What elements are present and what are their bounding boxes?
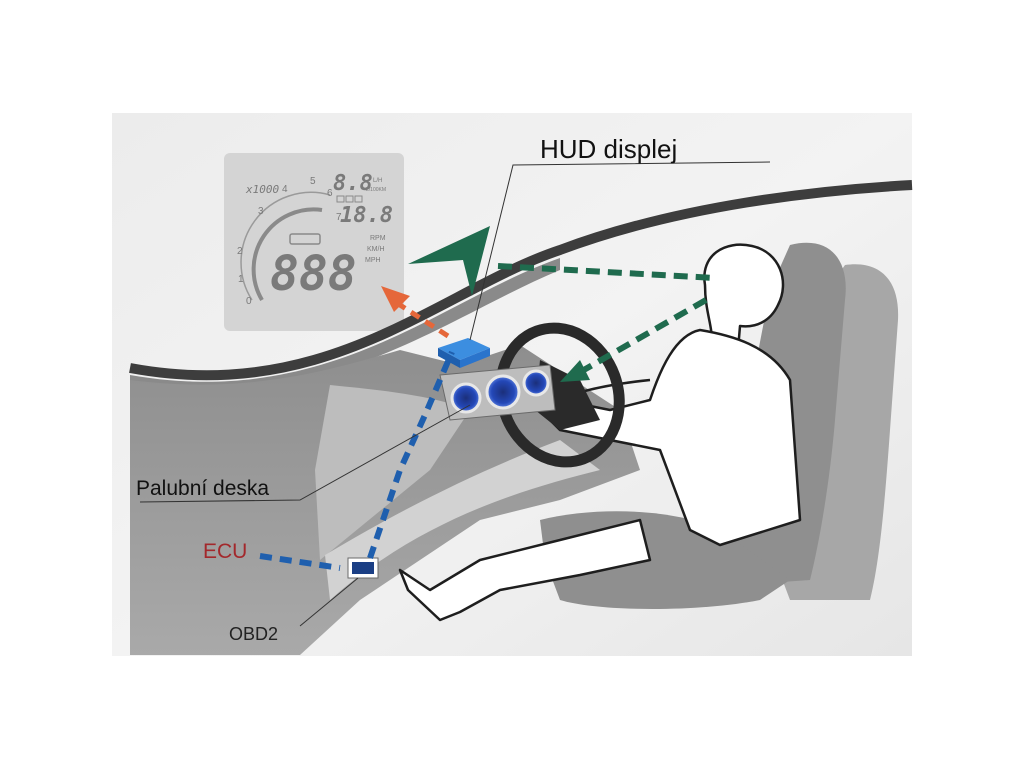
windshield-roof <box>129 180 913 381</box>
svg-text:3: 3 <box>258 206 264 217</box>
sight-line-reflection <box>497 263 716 281</box>
svg-text:888: 888 <box>270 246 357 302</box>
svg-text:4: 4 <box>282 184 288 195</box>
svg-text:RPM: RPM <box>370 235 386 242</box>
svg-text:0: 0 <box>246 296 252 307</box>
obd2-label: OBD2 <box>229 624 279 644</box>
svg-text:MPH: MPH <box>365 257 381 264</box>
svg-text:18.8: 18.8 <box>340 203 393 228</box>
svg-text:8.8: 8.8 <box>333 171 373 196</box>
hud-screen: x1000 0 1 2 3 4 5 6 7 8.8 L/H L/100KM 18… <box>224 153 404 331</box>
svg-text:L/100KM: L/100KM <box>366 187 386 193</box>
svg-text:KM/H: KM/H <box>367 246 385 253</box>
svg-text:6: 6 <box>327 188 333 199</box>
sight-line-driver <box>573 297 708 378</box>
svg-text:7: 7 <box>336 212 342 223</box>
hud-display-label: HUD displej <box>540 134 678 164</box>
sight-arrow <box>408 226 490 296</box>
ecu-label: ECU <box>203 540 248 563</box>
projection-arrow <box>398 302 450 339</box>
svg-text:5: 5 <box>310 176 316 187</box>
obd-data-line <box>259 350 455 571</box>
dashboard-label: Palubní deska <box>136 477 270 500</box>
hud-unit <box>438 338 490 368</box>
svg-text:1: 1 <box>238 274 244 285</box>
driver-figure <box>398 243 802 622</box>
svg-text:2: 2 <box>237 246 243 257</box>
svg-text:L/H: L/H <box>373 178 382 184</box>
leader-lines <box>139 161 771 627</box>
svg-text:x1000: x1000 <box>245 183 279 196</box>
